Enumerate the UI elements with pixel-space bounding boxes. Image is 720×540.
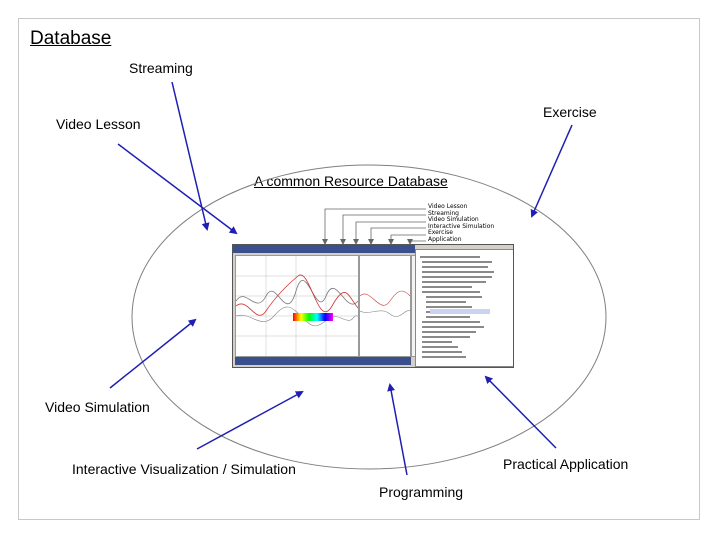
waveform-plot (235, 255, 359, 357)
label-video-simulation: Video Simulation (45, 399, 150, 415)
slide-frame (18, 18, 700, 520)
side-plot (359, 255, 411, 357)
arrow-practical (484, 375, 557, 449)
legend-item: Video Lesson (428, 203, 468, 210)
arrow-programming (387, 383, 408, 476)
label-common-database: A common Resource Database (254, 173, 448, 189)
arrow-interactive (196, 391, 304, 450)
legend-item: Exercise (428, 229, 453, 237)
label-programming: Programming (379, 484, 464, 500)
legend-item: Interactive Simulation (428, 222, 495, 230)
legend-list: Video Lesson Streaming Video Simulation … (428, 203, 495, 244)
legend-item: Application (428, 235, 462, 243)
spectrum-bar (293, 313, 333, 321)
arrow-exercise (530, 124, 573, 218)
arrow-streaming (171, 81, 210, 231)
label-practical-application: Practical Application (503, 456, 629, 472)
legend-item: Streaming (428, 209, 459, 217)
arrow-video-simulation (109, 318, 197, 389)
label-video-lesson: Video Lesson (56, 116, 141, 132)
software-screenshot (232, 244, 514, 368)
label-exercise: Exercise (543, 104, 597, 120)
label-interactive-visualization: Interactive Visualization / Simulation (72, 461, 296, 477)
resource-tree (415, 249, 513, 367)
label-streaming: Streaming (129, 60, 193, 76)
database-ellipse (131, 164, 607, 470)
page-title: Database (30, 28, 112, 49)
legend-item: Video Simulation (428, 216, 479, 224)
arrow-video-lesson (117, 143, 238, 235)
